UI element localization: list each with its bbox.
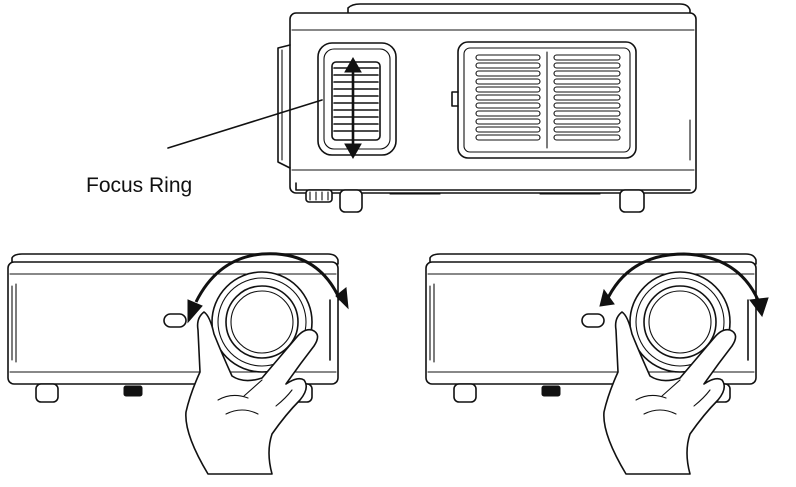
lens: [629, 271, 731, 373]
hand-illustration: [603, 311, 737, 475]
lens: [211, 271, 313, 373]
foot: [339, 189, 363, 213]
counter-clockwise-arrow-icon: [187, 252, 349, 324]
focus-ring-label: Focus Ring: [86, 174, 193, 197]
leader-line: [167, 99, 323, 149]
vent-panel: [451, 41, 637, 159]
ir-sensor: [581, 313, 605, 328]
adjustable-foot: [123, 385, 143, 397]
ir-sensor: [163, 313, 187, 328]
clockwise-arrow-icon: [599, 252, 769, 318]
projector-side-view: [277, 3, 697, 213]
hand-illustration: [185, 311, 319, 475]
adjustable-foot: [541, 385, 561, 397]
adjustable-foot: [305, 189, 333, 203]
focus-ring: [331, 61, 381, 141]
up-down-arrow-icon: [344, 56, 362, 160]
foot: [619, 189, 645, 213]
